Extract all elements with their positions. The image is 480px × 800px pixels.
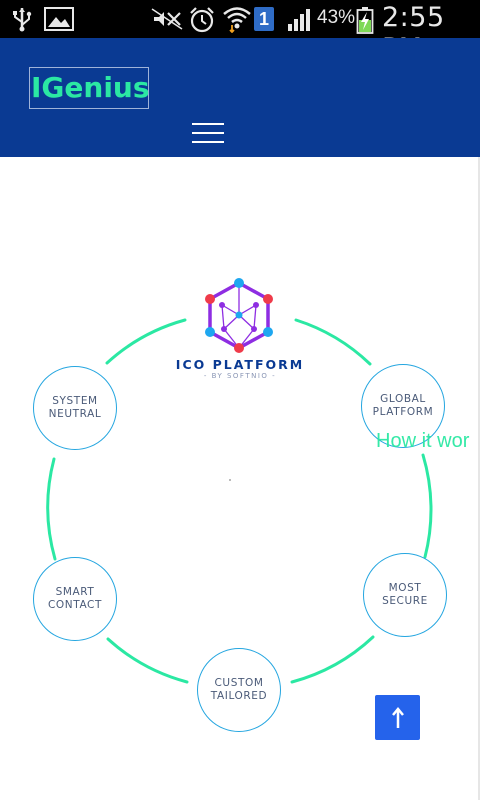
scroll-to-top-button[interactable] — [375, 695, 420, 740]
hamburger-menu-icon[interactable] — [192, 121, 224, 145]
platform-title: ICO PLATFORM — [175, 357, 305, 372]
platform-subtitle: - BY SOFTNIO - — [203, 372, 277, 380]
signal-icon — [288, 9, 310, 31]
scrollbar[interactable] — [478, 157, 480, 800]
alarm-icon — [190, 7, 214, 33]
usb-icon — [13, 8, 32, 32]
battery-percent: 43% — [317, 7, 356, 28]
node-label: SYSTEM — [52, 395, 98, 407]
site-header — [0, 38, 480, 157]
node-label: CONTACT — [48, 599, 102, 611]
status-bar: 1 43% 2:55 PM — [0, 0, 480, 64]
node-label: SECURE — [382, 595, 428, 607]
node-label: SMART — [55, 586, 95, 598]
notification-icon: 1 — [254, 7, 274, 31]
mute-icon — [151, 8, 183, 30]
ico-platform-logo — [205, 278, 273, 353]
center-dot — [229, 479, 231, 481]
connection-ring — [46, 318, 433, 684]
battery-charging-icon — [356, 7, 374, 34]
gallery-icon — [44, 7, 74, 31]
node-label: NEUTRAL — [48, 408, 102, 420]
node-label: GLOBAL — [380, 393, 426, 405]
site-logo[interactable]: IGenius — [29, 67, 150, 109]
node-label: CUSTOM — [214, 677, 264, 689]
how-it-works-heading: How it wor — [376, 430, 470, 452]
node-label: PLATFORM — [372, 406, 434, 418]
arrow-up-icon — [391, 706, 404, 728]
node-label: TAILORED — [210, 690, 268, 702]
wifi-icon — [223, 7, 251, 33]
node-label: MOST — [388, 582, 422, 594]
